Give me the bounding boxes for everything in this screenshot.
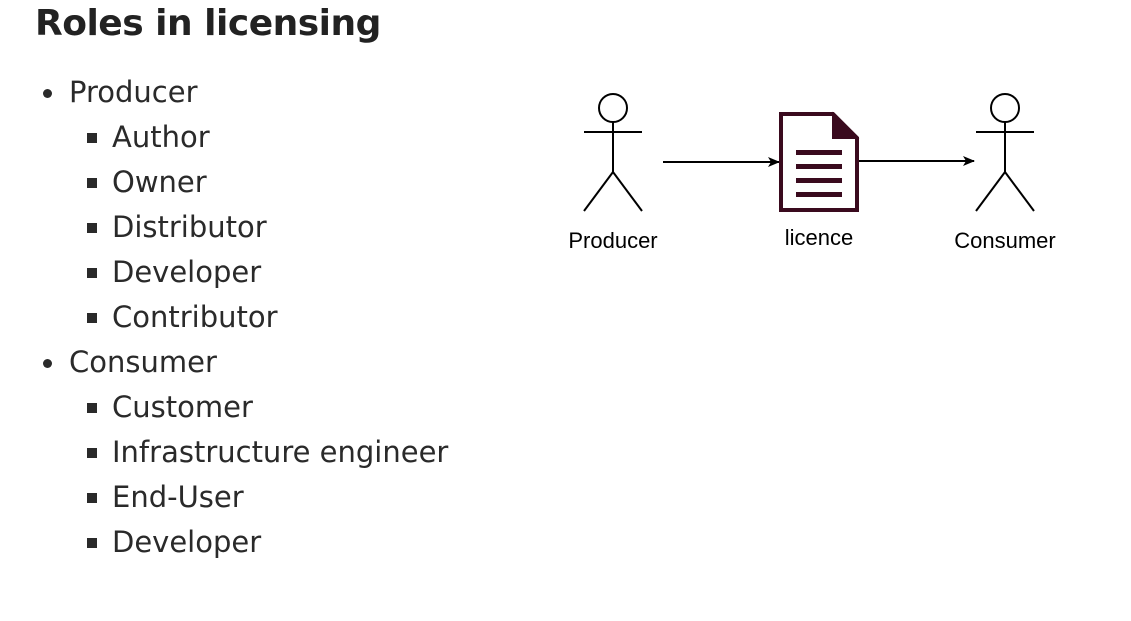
bullet-dot-icon — [43, 89, 52, 98]
role-label: Contributor — [112, 300, 278, 334]
role-label: Consumer — [69, 345, 217, 379]
list-item: Customer — [0, 385, 448, 430]
bullet-dot-icon — [43, 359, 52, 368]
bullet-square-icon — [87, 133, 97, 143]
bullet-square-icon — [87, 268, 97, 278]
role-label: Owner — [112, 165, 207, 199]
role-label: End-User — [112, 480, 244, 514]
role-label: Producer — [69, 75, 198, 109]
list-item: Distributor — [0, 205, 448, 250]
licence-document-icon — [779, 111, 860, 212]
role-label: Developer — [112, 255, 262, 289]
consumer-sub-list: Customer Infrastructure engineer End-Use… — [0, 385, 448, 565]
roles-list: Producer Author Owner Distributor Develo… — [0, 70, 448, 565]
consumer-label: Consumer — [954, 228, 1055, 253]
list-item: End-User — [0, 475, 448, 520]
list-item: Author — [0, 115, 448, 160]
licensing-flow-diagram: Producer licence Consumer — [568, 93, 1056, 253]
role-label: Distributor — [112, 210, 267, 244]
bullet-square-icon — [87, 313, 97, 323]
producer-label: Producer — [568, 228, 657, 253]
producer-sub-list: Author Owner Distributor Developer Contr… — [0, 115, 448, 340]
slide-title: Roles in licensing — [35, 3, 381, 44]
bullet-square-icon — [87, 223, 97, 233]
list-item: Consumer — [0, 340, 448, 385]
list-item: Producer — [0, 70, 448, 115]
role-group-consumer: Consumer Customer Infrastructure enginee… — [0, 340, 448, 565]
list-item: Developer — [0, 520, 448, 565]
bullet-square-icon — [87, 538, 97, 548]
bullet-square-icon — [87, 448, 97, 458]
consumer-stick-figure-icon — [975, 93, 1035, 212]
licence-label: licence — [785, 225, 853, 250]
list-item: Owner — [0, 160, 448, 205]
list-item: Contributor — [0, 295, 448, 340]
bullet-square-icon — [87, 493, 97, 503]
role-label: Customer — [112, 390, 253, 424]
bullet-square-icon — [87, 403, 97, 413]
role-label: Developer — [112, 525, 262, 559]
role-label: Infrastructure engineer — [112, 435, 449, 469]
role-group-producer: Producer Author Owner Distributor Develo… — [0, 70, 448, 340]
producer-stick-figure-icon — [583, 93, 643, 212]
bullet-square-icon — [87, 178, 97, 188]
list-item: Developer — [0, 250, 448, 295]
list-item: Infrastructure engineer — [0, 430, 448, 475]
role-label: Author — [112, 120, 210, 154]
